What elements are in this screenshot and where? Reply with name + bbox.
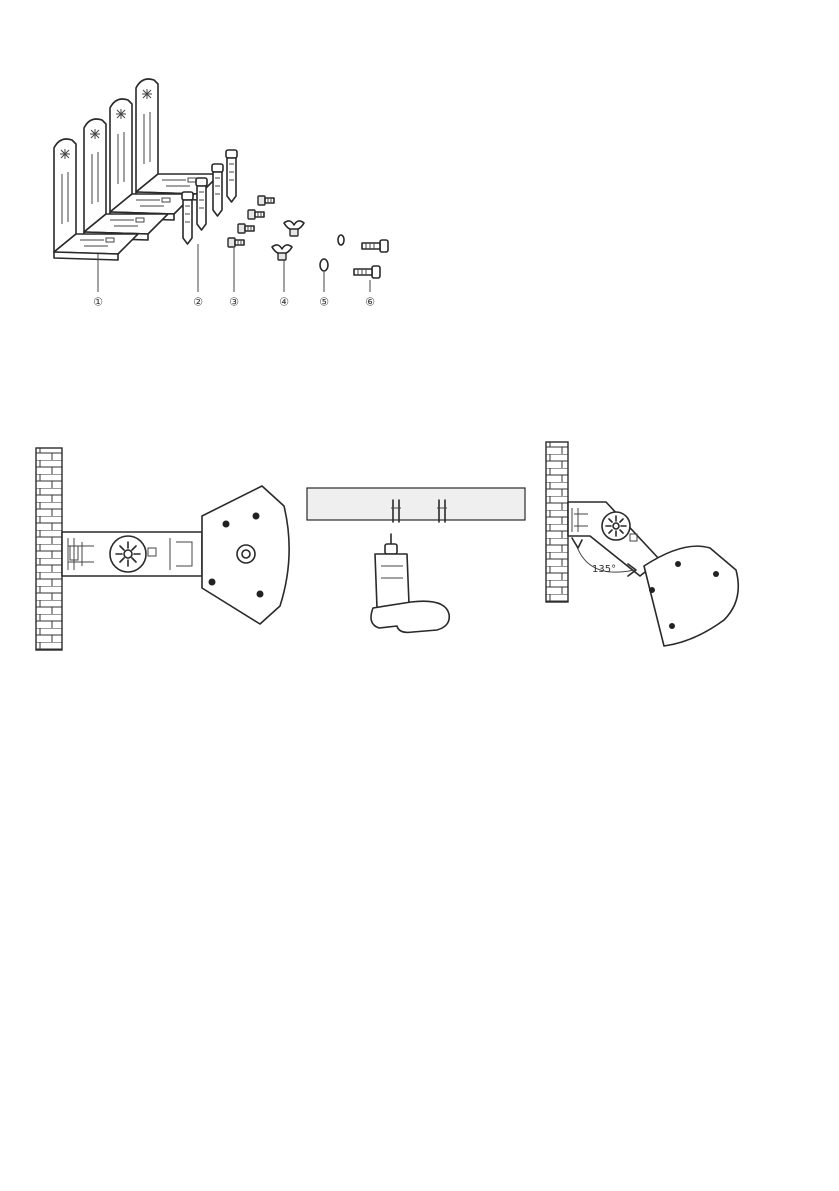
wall-section [307, 488, 525, 520]
screw-4 [258, 196, 274, 205]
bolt-1 [354, 266, 380, 278]
callout-6: ⑥ [365, 296, 375, 309]
rosette-icon [116, 542, 140, 566]
drill-icon [371, 534, 449, 632]
washer-1 [320, 259, 328, 271]
angle-label: 135° [592, 564, 616, 575]
wing-nut-1 [272, 245, 292, 260]
screw-1 [228, 238, 244, 247]
callout-2: ② [193, 296, 203, 309]
drilling-drawing [305, 486, 527, 646]
wall-mount-drawing [34, 446, 296, 652]
wall-anchor-2 [196, 178, 207, 230]
callout-1: ① [93, 296, 103, 309]
wall-anchor-1 [182, 192, 193, 244]
brick-wall [546, 442, 568, 602]
wall-mount-figure [34, 446, 296, 652]
parts-kit-figure: ① ② ③ ④ ⑤ ⑥ [40, 68, 410, 318]
brick-wall [36, 448, 62, 650]
wall-anchor-3 [212, 164, 223, 216]
screw-3 [248, 210, 264, 219]
rosette-icon [606, 516, 626, 536]
callout-3: ③ [229, 296, 239, 309]
angle-adjust-figure: 135° [544, 440, 744, 650]
parts-kit-drawing: ① ② ③ ④ ⑤ ⑥ [40, 68, 410, 318]
mounting-plate [644, 546, 738, 646]
washer-2 [338, 235, 344, 245]
callout-5: ⑤ [319, 296, 329, 309]
wing-nut-2 [284, 221, 304, 236]
screw-2 [238, 224, 254, 233]
angle-adjust-drawing: 135° [544, 440, 744, 650]
drilling-figure [305, 486, 527, 646]
wall-anchor-4 [226, 150, 237, 202]
callout-4: ④ [279, 296, 289, 309]
bolt-2 [362, 240, 388, 252]
